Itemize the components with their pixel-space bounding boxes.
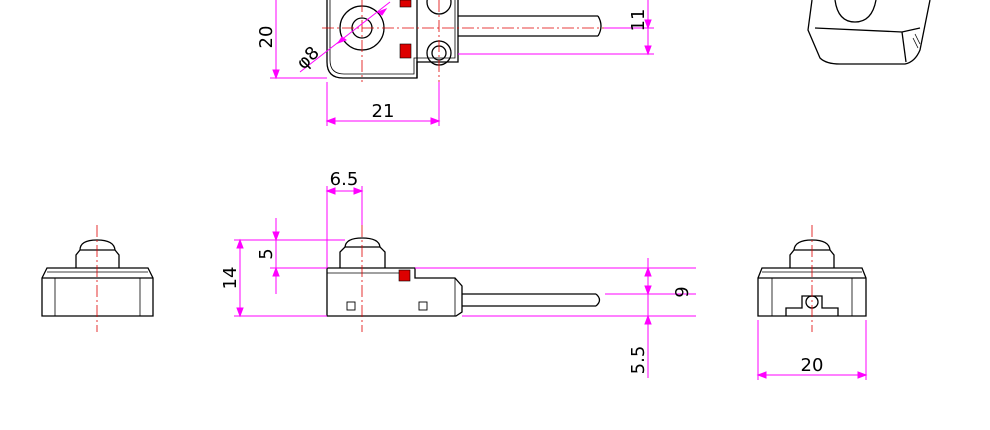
dim-lead-height: 5.5 bbox=[628, 346, 649, 375]
side-view bbox=[326, 237, 601, 317]
dim-body-height: 9 bbox=[672, 286, 693, 297]
dim-diameter: φ8 bbox=[292, 42, 323, 73]
left-end-view bbox=[41, 239, 154, 317]
top-view-centerlines bbox=[322, 0, 620, 82]
top-view bbox=[326, 0, 602, 79]
dim-total-height: 14 bbox=[220, 267, 241, 290]
top-view-markers bbox=[399, 0, 412, 59]
dimension-lines bbox=[234, 0, 868, 380]
dim-width-side-view: 20 bbox=[801, 355, 824, 376]
dim-lead-offset: 11 bbox=[628, 9, 649, 32]
side-view-marker bbox=[398, 269, 411, 282]
dim-button-height: 5 bbox=[256, 248, 277, 259]
dim-button-offset: 6.5 bbox=[330, 169, 359, 190]
dim-height-top-view: 20 bbox=[256, 26, 277, 49]
dim-width-top-view: 21 bbox=[372, 101, 395, 122]
iso-view bbox=[807, 0, 931, 65]
